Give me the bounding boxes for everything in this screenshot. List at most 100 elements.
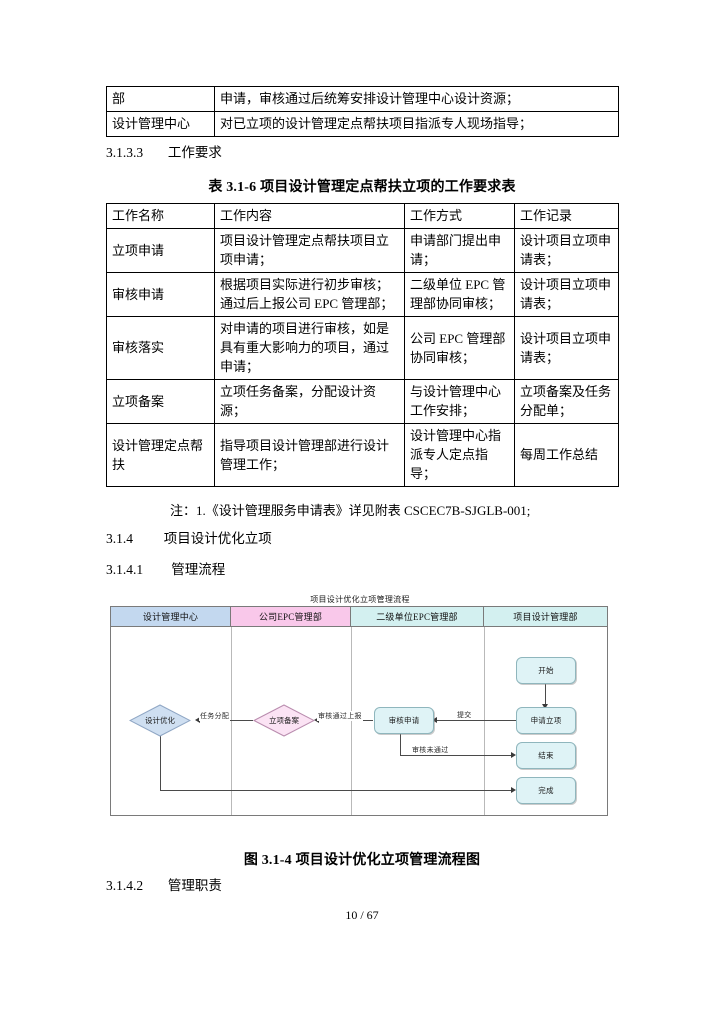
page-number: 10 / 67: [345, 908, 379, 922]
heading-text: 项目设计优化立项: [163, 531, 272, 546]
node-label: 审核申请: [388, 716, 420, 725]
lane-label: 设计管理中心: [142, 612, 199, 622]
lane-label: 公司EPC管理部: [258, 612, 323, 622]
cell-record: 立项备案及任务分配单；: [514, 379, 619, 424]
node-label: 结束: [538, 751, 554, 760]
col-header-content: 工作内容: [214, 203, 405, 229]
cell-record: 设计项目立项申请表；: [514, 228, 619, 273]
heading-text-value: 管理流程: [171, 562, 226, 577]
table-row: 审核落实 对申请的项目进行审核，如是具有重大影响力的项目，通过申请； 公司 EP…: [106, 316, 619, 380]
table-row: 设计管理定点帮扶 指导项目设计管理部进行设计管理工作； 设计管理中心指派专人定点…: [106, 423, 619, 487]
table-row: 部 申请，审核通过后统筹安排设计管理中心设计资源；: [106, 86, 619, 112]
cell-role: 设计管理中心: [106, 111, 215, 137]
figure-caption: 图 3.1-4 项目设计优化立项管理流程图: [243, 853, 481, 868]
heading-number: 3.1.4: [106, 531, 133, 546]
node-label: 申请立项: [530, 716, 562, 725]
diamond-shape: [253, 704, 315, 737]
heading-text: 管理职责: [167, 878, 222, 893]
lane-divider: [231, 627, 232, 815]
cell-method: 设计管理中心指派专人定点指导；: [404, 423, 515, 487]
connector-optimize-to-done-vertical: [160, 731, 161, 791]
lane-header-company-epc: 公司EPC管理部: [231, 607, 351, 627]
lane-header-secondary-epc: 二级单位EPC管理部: [351, 607, 484, 627]
node-review-application[interactable]: 审核申请: [374, 707, 434, 734]
lane-divider: [351, 627, 352, 815]
node-end[interactable]: 结束: [516, 742, 576, 769]
diamond-shape: [129, 704, 191, 737]
table-note: 注：1.《设计管理服务申请表》详见附表 CSCEC7B-SJGLB-001;: [170, 503, 531, 518]
node-label: 设计优化: [145, 716, 175, 725]
node-label: 立项备案: [269, 716, 299, 725]
col-header-record: 工作记录: [514, 203, 619, 229]
heading-number: 3.1.3.3: [106, 145, 144, 160]
cell-method: 公司 EPC 管理部协同审核；: [404, 316, 515, 380]
cell-record: 设计项目立项申请表；: [514, 316, 619, 380]
node-apply-project[interactable]: 申请立项: [516, 707, 576, 734]
arrowhead-down: [542, 704, 548, 709]
node-project-filing[interactable]: 立项备案: [253, 704, 315, 737]
col-header-method: 工作方式: [404, 203, 515, 229]
heading-3-1-4: 3.1.4 项目设计优化立项: [106, 531, 272, 547]
connector-start-to-apply: [545, 684, 546, 706]
cell-name: 立项备案: [106, 379, 215, 424]
edge-label-approved-report: 审核通过上报: [317, 711, 363, 721]
node-label: 完成: [538, 786, 554, 795]
arrowhead-left: [314, 717, 319, 723]
arrowhead-right: [511, 752, 516, 758]
cell-duty: 对已立项的设计管理定点帮扶项目指派专人现场指导；: [214, 111, 619, 137]
requirements-table: 工作名称 工作内容 工作方式 工作记录 立项申请 项目设计管理定点帮扶项目立项申…: [106, 203, 619, 487]
cell-content: 立项任务备案，分配设计资源；: [214, 379, 405, 424]
cell-content: 对申请的项目进行审核，如是具有重大影响力的项目，通过申请；: [214, 316, 405, 380]
edge-label-task-assignment: 任务分配: [199, 711, 231, 721]
col-header-name: 工作名称: [106, 203, 215, 229]
flowchart-frame: 设计管理中心 公司EPC管理部 二级单位EPC管理部 项目设计管理部: [110, 606, 608, 816]
cell-content: 根据项目实际进行初步审核；通过后上报公司 EPC 管理部；: [214, 272, 405, 317]
table-caption: 表 3.1-6 项目设计管理定点帮扶立项的工作要求表: [208, 180, 516, 195]
cell-content: 项目设计管理定点帮扶项目立项申请；: [214, 228, 405, 273]
lane-header-project-design: 项目设计管理部: [484, 607, 607, 627]
connector-apply-to-review: [434, 720, 516, 721]
lane-divider: [484, 627, 485, 815]
connector-review-reject-horizontal: [400, 755, 513, 756]
cell-method: 申请部门提出申请；: [404, 228, 515, 273]
heading-text: 工作要求: [167, 145, 222, 160]
cell-content: 指导项目设计管理部进行设计管理工作；: [214, 423, 405, 487]
table-header-row: 工作名称 工作内容 工作方式 工作记录: [106, 203, 619, 229]
table-row: 设计管理中心 对已立项的设计管理定点帮扶项目指派专人现场指导；: [106, 111, 619, 137]
arrowhead-left: [195, 717, 200, 723]
cell-name: 设计管理定点帮扶: [106, 423, 215, 487]
arrowhead-right: [511, 787, 516, 793]
heading-number: 3.1.4.1: [106, 562, 144, 577]
node-design-optimization[interactable]: 设计优化: [129, 704, 191, 737]
lane-header-design-center: 设计管理中心: [111, 607, 231, 627]
edge-label-submit: 提交: [456, 710, 473, 720]
node-done[interactable]: 完成: [516, 777, 576, 804]
heading-3-1-4-2: 3.1.4.2 管理职责: [106, 878, 222, 894]
heading-3-1-3-3: 3.1.3.3 工作要求: [106, 145, 222, 161]
continued-table: 部 申请，审核通过后统筹安排设计管理中心设计资源； 设计管理中心 对已立项的设计…: [106, 86, 619, 137]
connector-review-reject-vertical: [400, 731, 401, 756]
table-row: 立项备案 立项任务备案，分配设计资源； 与设计管理中心工作安排； 立项备案及任务…: [106, 379, 619, 424]
arrowhead-left: [432, 717, 437, 723]
lane-label: 二级单位EPC管理部: [376, 612, 458, 622]
cell-name: 立项申请: [106, 228, 215, 273]
flowchart: 项目设计优化立项管理流程 设计管理中心 公司EPC管理部 二级单位EPC管理部 …: [110, 594, 610, 818]
connector-optimize-to-done-horizontal: [160, 790, 513, 791]
lane-label: 项目设计管理部: [513, 612, 578, 622]
cell-name: 审核落实: [106, 316, 215, 380]
table-row: 立项申请 项目设计管理定点帮扶项目立项申请； 申请部门提出申请； 设计项目立项申…: [106, 228, 619, 273]
table-row: 审核申请 根据项目实际进行初步审核；通过后上报公司 EPC 管理部； 二级单位 …: [106, 272, 619, 317]
cell-role: 部: [106, 86, 215, 112]
edge-label-not-approved: 审核未通过: [411, 745, 450, 755]
cell-method: 二级单位 EPC 管理部协同审核；: [404, 272, 515, 317]
cell-method: 与设计管理中心工作安排；: [404, 379, 515, 424]
cell-name: 审核申请: [106, 272, 215, 317]
cell-duty: 申请，审核通过后统筹安排设计管理中心设计资源；: [214, 86, 619, 112]
cell-record: 设计项目立项申请表；: [514, 272, 619, 317]
node-label: 开始: [538, 666, 554, 675]
heading-number: 3.1.4.2: [106, 878, 144, 893]
cell-record: 每周工作总结: [514, 423, 619, 487]
node-start[interactable]: 开始: [516, 657, 576, 684]
flowchart-title: 项目设计优化立项管理流程: [310, 595, 410, 604]
